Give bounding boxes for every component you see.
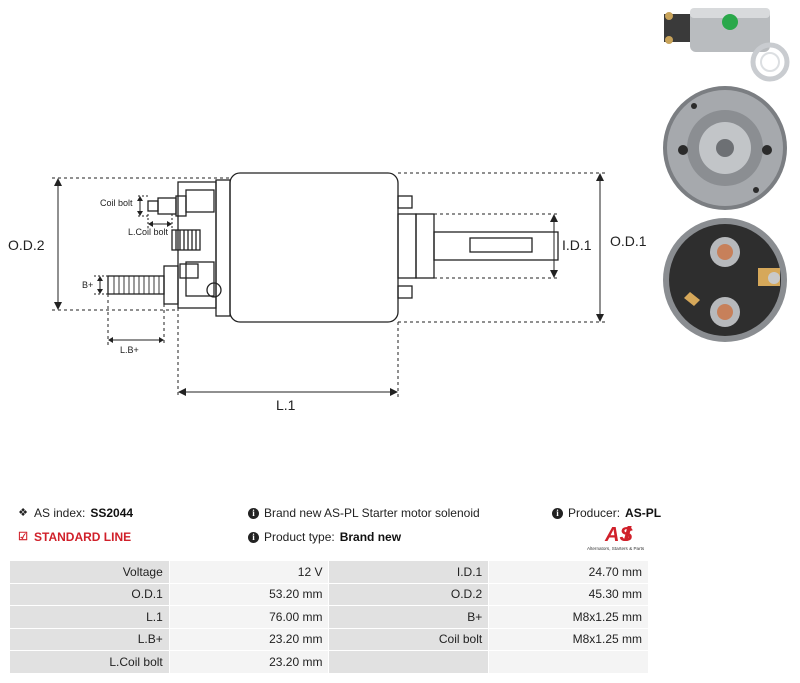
tag-icon: ❖ <box>18 507 28 519</box>
product-description: Brand new AS-PL Starter motor solenoid <box>264 506 480 520</box>
table-row: L.Coil bolt 23.20 mm <box>9 650 649 674</box>
product-type-label: Product type: <box>264 530 335 544</box>
spec-value <box>488 650 649 674</box>
solenoid-terminal-photo <box>663 218 787 342</box>
coil-bolt-label: Coil bolt <box>100 198 133 208</box>
as-index-row: ❖ AS index: SS2044 <box>17 506 133 520</box>
b-plus-bolt <box>107 275 165 295</box>
table-row: L.B+ 23.20 mm Coil bolt M8x1.25 mm <box>9 627 649 651</box>
product-type-row: i Product type: Brand new <box>248 530 401 544</box>
od1-label: O.D.1 <box>610 233 647 249</box>
plunger <box>433 231 559 261</box>
solenoid-side-photo <box>664 8 790 82</box>
spec-value: 45.30 mm <box>488 582 649 606</box>
producer-label: Producer: <box>568 506 621 520</box>
spec-label: O.D.1 <box>9 582 170 606</box>
standard-line-label: STANDARD LINE <box>34 530 132 544</box>
spec-label: I.D.1 <box>328 560 490 584</box>
spec-value: 23.20 mm <box>168 627 330 651</box>
producer-row: i Producer: AS-PL <box>552 506 661 520</box>
spec-label: L.Coil bolt <box>9 650 170 674</box>
spec-value: M8x1.25 mm <box>488 605 649 629</box>
table-row: Voltage 12 V I.D.1 24.70 mm <box>9 560 649 584</box>
spec-label: O.D.2 <box>328 582 490 606</box>
info-icon: i <box>248 531 259 543</box>
solenoid-end-photo <box>663 86 787 210</box>
spec-value: 76.00 mm <box>168 605 330 629</box>
spec-value: M8x1.25 mm <box>488 627 649 651</box>
as-pl-logo: AS Alternators, Starters & Parts <box>587 524 645 551</box>
l1-label: L.1 <box>276 397 296 413</box>
spec-value: 23.20 mm <box>168 650 330 674</box>
svg-text:Alternators, Starters & Parts: Alternators, Starters & Parts <box>587 546 645 551</box>
spec-label <box>328 650 490 674</box>
spec-label: Voltage <box>9 560 170 584</box>
spec-label: L.B+ <box>9 627 170 651</box>
spec-label: L.1 <box>9 605 170 629</box>
product-info: ❖ AS index: SS2044 ☑ STANDARD LINE i Bra… <box>12 500 661 555</box>
specification-table: Voltage 12 V I.D.1 24.70 mm O.D.1 53.20 … <box>9 560 649 674</box>
od2-label: O.D.2 <box>8 237 45 253</box>
coil-bolt <box>157 197 177 215</box>
description-row: i Brand new AS-PL Starter motor solenoid <box>248 506 480 520</box>
table-row: L.1 76.00 mm B+ M8x1.25 mm <box>9 605 649 629</box>
standard-line-row: ☑ STANDARD LINE <box>17 530 131 544</box>
check-square-icon: ☑ <box>18 531 28 543</box>
spec-value: 53.20 mm <box>168 582 330 606</box>
producer-value: AS-PL <box>625 506 662 520</box>
info-icon: i <box>248 507 259 519</box>
spec-label: Coil bolt <box>328 627 490 651</box>
b-plus-label: B+ <box>82 280 93 290</box>
id1-label: I.D.1 <box>562 237 592 253</box>
product-type-value: Brand new <box>339 530 402 544</box>
spec-label: B+ <box>328 605 490 629</box>
l-coil-bolt-label: L.Coil bolt <box>128 227 169 237</box>
solenoid-technical-drawing: O.D.2 O.D.1 I.D.1 L.1 Coil bolt L.Coil b… <box>8 172 647 413</box>
table-row: O.D.1 53.20 mm O.D.2 45.30 mm <box>9 582 649 606</box>
l-b-plus-label: L.B+ <box>120 345 139 355</box>
as-index-value: SS2044 <box>90 506 134 520</box>
spec-value: 24.70 mm <box>488 560 649 584</box>
solenoid-body <box>229 172 399 323</box>
info-icon: i <box>552 507 563 519</box>
product-photos <box>663 8 790 342</box>
spec-value: 12 V <box>168 560 330 584</box>
as-index-label: AS index: <box>34 506 86 520</box>
